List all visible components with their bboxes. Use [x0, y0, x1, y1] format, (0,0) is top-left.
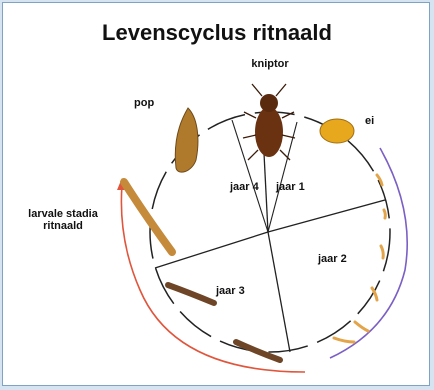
divider-vertical-lower	[268, 232, 290, 352]
divider-horizontal-right	[268, 200, 385, 232]
label-jaar2: jaar 2	[318, 253, 347, 265]
ei-egg-image	[320, 119, 354, 143]
larva-dark-1	[168, 285, 214, 303]
label-larval-line2: ritnaald	[10, 220, 116, 232]
kniptor-beetle-image	[243, 84, 295, 160]
label-larval-line1: larvale stadia	[10, 208, 116, 220]
label-ei: ei	[365, 115, 374, 127]
label-jaar3: jaar 3	[216, 285, 245, 297]
label-jaar4: jaar 4	[230, 181, 259, 193]
label-pop: pop	[134, 97, 154, 109]
larva-large-light	[124, 182, 172, 252]
label-jaar1: jaar 1	[276, 181, 305, 193]
label-kniptor: kniptor	[238, 58, 302, 70]
label-larval-stages: larvale stadia ritnaald	[10, 208, 116, 232]
pop-pupa-image	[175, 108, 198, 172]
larva-dark-2	[236, 342, 280, 360]
